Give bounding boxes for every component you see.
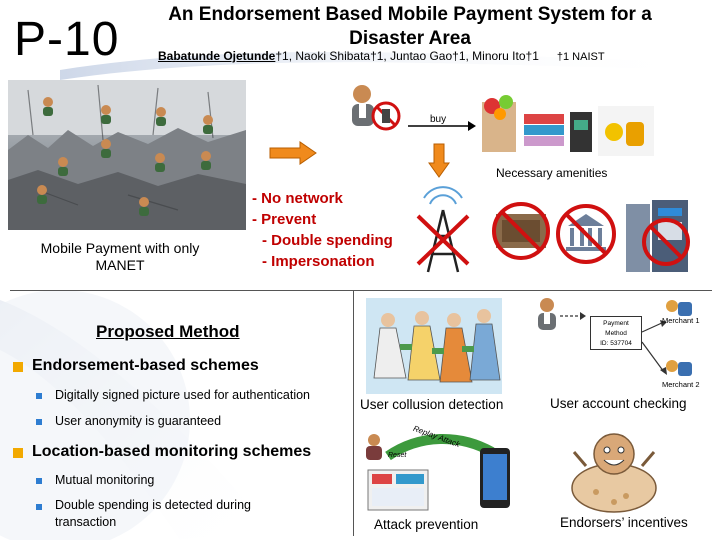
method-subitem: Mutual monitoring — [55, 473, 155, 487]
attack-prevention-image — [366, 433, 510, 511]
method-subitem: Double spending is detected during trans… — [55, 498, 251, 529]
manet-caption: Mobile Payment with only MANET — [40, 240, 200, 273]
payment-box-line: ID: 537704 — [600, 340, 632, 347]
right-arrow-icon — [269, 141, 317, 165]
sub-bullet-icon — [36, 393, 42, 399]
method-subitem: Digitally signed picture used for authen… — [55, 388, 311, 402]
column-divider — [353, 291, 354, 536]
attack-caption: Attack prevention — [374, 517, 479, 532]
account-caption: User account checking — [550, 396, 687, 411]
merchant-2-icon — [666, 360, 692, 376]
method-subitem: User anonymity is guaranteed — [55, 414, 222, 428]
down-arrow-icon — [428, 143, 450, 178]
section-divider — [10, 290, 712, 291]
coauthors: , Naoki Shibata†1, Juntao Gao†1, Minoru … — [288, 49, 539, 63]
payment-method-box: Payment Method ID: 537704 — [590, 316, 642, 350]
author-line: Babatunde Ojetunde†1, Naoki Shibata†1, J… — [158, 49, 605, 63]
dashed-arrow-icon — [560, 312, 586, 320]
presenter-affil-mark: †1 — [275, 49, 289, 63]
no-network-tower-icon — [416, 186, 470, 273]
problem-item: - Impersonation — [262, 253, 375, 270]
problem-item: - Prevent — [252, 211, 317, 228]
people-icons — [37, 97, 213, 216]
sub-bullet-icon — [36, 504, 42, 510]
buy-label: buy — [430, 114, 447, 125]
poster-id: P-10 — [14, 13, 120, 66]
merchant-2-label: Merchant 2 — [662, 380, 700, 389]
proposed-method-title: Proposed Method — [96, 322, 240, 341]
amenities-image — [482, 95, 654, 156]
no-atm-icon — [626, 200, 690, 272]
rubble-illustration — [8, 80, 246, 230]
payment-box-line: Method — [605, 330, 627, 337]
person-no-phone-icon — [352, 85, 401, 131]
poster-title: An Endorsement Based Mobile Payment Syst… — [168, 4, 652, 49]
buy-arrow-icon — [408, 121, 476, 131]
method-group-label: Endorsement-based schemes — [32, 357, 259, 374]
no-cash-icon — [492, 202, 550, 260]
collusion-caption: User collusion detection — [360, 397, 504, 412]
incentives-caption: Endorsers’ incentives — [560, 515, 688, 530]
no-bank-icon — [556, 204, 616, 264]
sub-bullet-icon — [36, 478, 42, 484]
payment-box-line: Payment — [603, 320, 629, 327]
bullet-icon — [13, 448, 23, 458]
merchant-1-label: Merchant 1 — [662, 316, 700, 325]
merchant-1-icon — [666, 300, 692, 316]
fork-arrows-icon — [641, 320, 667, 375]
presenter-name: Babatunde Ojetunde — [158, 49, 276, 63]
problem-item: - Double spending — [262, 232, 393, 249]
user-collusion-image — [366, 298, 502, 394]
problem-item: - No network — [252, 190, 343, 207]
reset-label: Reset — [388, 452, 407, 459]
user-icon — [538, 298, 556, 330]
amenities-caption: Necessary amenities — [496, 166, 608, 180]
method-group-label: Location-based monitoring schemes — [32, 443, 312, 460]
problems-list: - No network - Prevent - Double spending… — [252, 188, 393, 272]
bullet-icon — [13, 362, 23, 372]
affiliation: †1 NAIST — [556, 51, 605, 63]
money-bag-cartoon — [571, 433, 657, 513]
sub-bullet-icon — [36, 419, 42, 425]
disaster-area-photo — [8, 80, 246, 230]
